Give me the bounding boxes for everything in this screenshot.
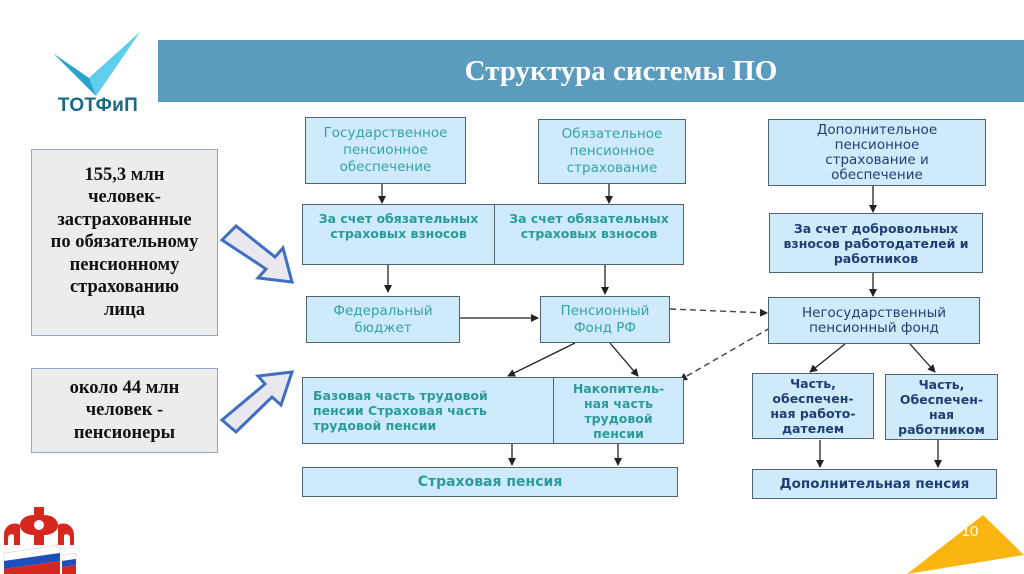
node-pension-fund-rf: Пенсионный Фонд РФ — [540, 296, 670, 343]
page-number: 10 — [961, 523, 979, 540]
arrow-pfr-to-basic — [507, 342, 576, 377]
pfr-logo-icon — [3, 507, 77, 574]
big-arrow-up-right-icon — [219, 370, 295, 435]
totfip-check-logo-icon — [54, 32, 140, 96]
node-additional-pension-label: Дополнительная пенсия — [779, 475, 970, 492]
insured-persons-text: 155,3 млн человек- застрахованные по обя… — [50, 164, 199, 320]
pensioners-text: около 44 млн человек - пенсионеры — [69, 377, 180, 443]
node-npf-label: Негосударственный пенсионный фонд — [801, 304, 947, 336]
page-title: Структура системы ПО — [464, 54, 778, 87]
arrow-npf-to-employer — [809, 343, 846, 373]
arrow-npf-to-employee — [909, 343, 936, 373]
node-npf: Негосударственный пенсионный фонд — [768, 297, 980, 344]
node-employee-part: Часть, Обеспечен- ная работником — [885, 374, 998, 440]
node-basic-part: Базовая часть трудовой пенсии Страховая … — [302, 377, 554, 444]
node-employer-part-label: Часть, обеспечен- ная работо- дателем — [770, 376, 856, 436]
node-additional-pension: Дополнительная пенсия — [752, 469, 997, 499]
node-mandatory-contrib-2-label: За счет обязательных страховых взносов — [509, 211, 669, 241]
node-mandatory-contrib-1-label: За счет обязательных страховых взносов — [318, 211, 479, 241]
node-mandatory-contrib-1: За счет обязательных страховых взносов — [302, 204, 495, 265]
insured-persons-note: 155,3 млн человек- застрахованные по обя… — [31, 149, 218, 336]
node-mandatory-contrib-2: За счет обязательных страховых взносов — [494, 204, 684, 265]
node-mandatory-insurance-label: Обязательное пенсионное страхование — [561, 126, 663, 176]
node-additional-insurance-label: Дополнительное пенсионное страхование и … — [816, 121, 938, 183]
node-funded-part: Накопитель- ная часть трудовой пенсии — [553, 377, 684, 444]
node-pension-fund-rf-label: Пенсионный Фонд РФ — [560, 302, 650, 336]
node-state-pension: Государственное пенсионное обеспечение — [305, 117, 466, 184]
page-corner-triangle-icon — [907, 515, 1024, 574]
node-federal-budget-label: Федеральный бюджет — [333, 302, 433, 336]
node-voluntary-contrib-label: За счет добровольных взносов работодател… — [783, 220, 969, 266]
node-basic-part-label: Базовая часть трудовой пенсии Страховая … — [313, 388, 488, 433]
node-insurance-pension: Страховая пенсия — [302, 467, 678, 497]
node-state-pension-label: Государственное пенсионное обеспечение — [323, 125, 448, 175]
node-additional-insurance: Дополнительное пенсионное страхование и … — [768, 119, 986, 186]
node-employer-part: Часть, обеспечен- ная работо- дателем — [752, 373, 874, 439]
node-federal-budget: Федеральный бюджет — [306, 296, 460, 343]
title-bar: Структура системы ПО — [158, 40, 1024, 102]
dashed-arrow-pfr-to-npf — [669, 308, 768, 317]
totfip-logo-text: ТОТФиП — [57, 95, 139, 116]
pensioners-note: около 44 млн человек - пенсионеры — [31, 368, 218, 453]
big-arrow-down-right-icon — [219, 223, 295, 284]
node-employee-part-label: Часть, Обеспечен- ная работником — [898, 377, 985, 437]
arrow-pfr-to-funded — [609, 342, 639, 377]
node-funded-part-label: Накопитель- ная часть трудовой пенсии — [572, 380, 665, 441]
node-mandatory-insurance: Обязательное пенсионное страхование — [538, 119, 686, 184]
node-insurance-pension-label: Страховая пенсия — [417, 473, 563, 490]
node-voluntary-contrib: За счет добровольных взносов работодател… — [769, 213, 983, 273]
